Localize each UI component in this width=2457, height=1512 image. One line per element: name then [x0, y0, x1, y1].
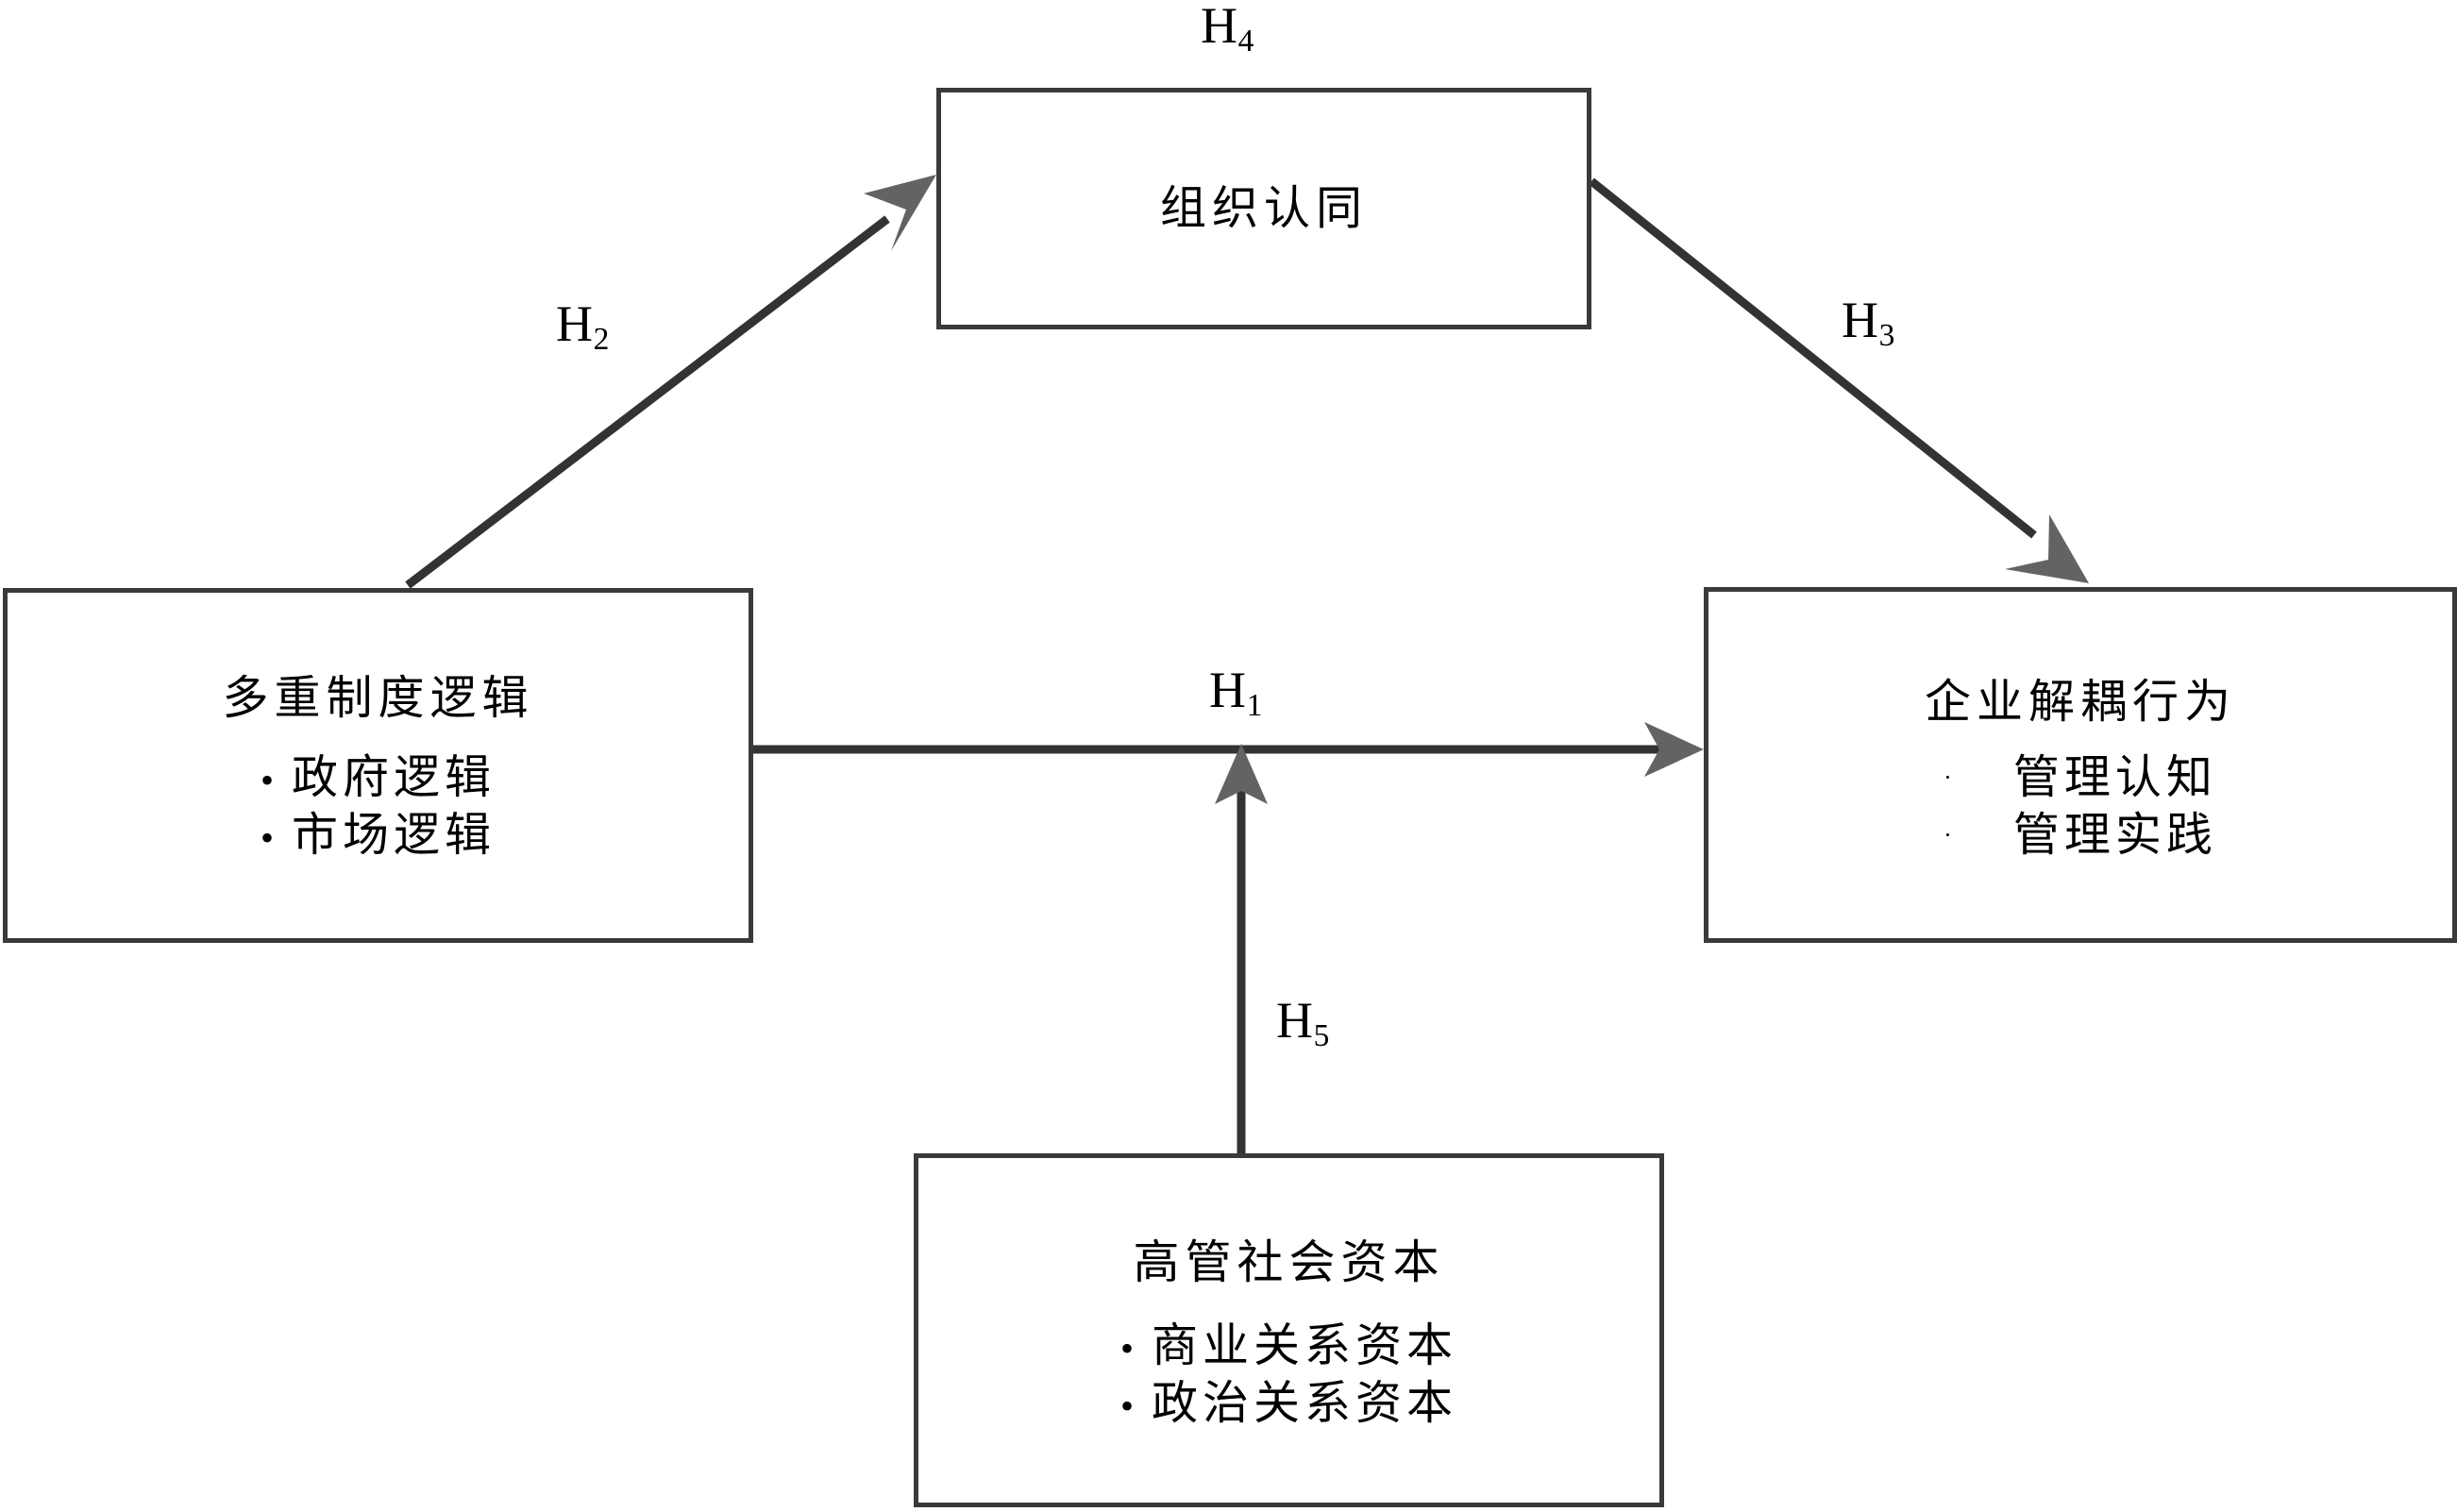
node-item-list: · 管理认知 · 管理实践: [1944, 749, 2217, 865]
bullet-icon: •: [260, 759, 278, 802]
hypothesis-letter: H: [556, 295, 593, 352]
edge-h3: [1589, 177, 2089, 583]
edge-h2: [405, 175, 936, 589]
hypothesis-index: 1: [1246, 688, 1263, 724]
node-item-list: • 商业关系资本 • 政治关系资本: [1120, 1318, 1457, 1433]
node-title: 组织认同: [1159, 181, 1368, 234]
node-item-list: • 政府逻辑 • 市场逻辑: [261, 749, 496, 865]
node-title: 高管社会资本: [1133, 1235, 1445, 1288]
hypothesis-index: 2: [593, 322, 610, 358]
node-enterprise-decoupling-behavior[interactable]: 企业解耦行为 · 管理认知 · 管理实践: [1704, 587, 2457, 943]
bullet-icon: •: [1119, 1384, 1138, 1427]
hypothesis-index: 3: [1878, 318, 1895, 354]
edge-h1: [753, 722, 1704, 777]
bullet-icon: ·: [1944, 820, 1957, 848]
bullet-icon: ·: [1944, 763, 1957, 791]
hypothesis-letter: H: [1201, 0, 1237, 54]
list-item: • 政府逻辑: [261, 749, 496, 807]
list-item: • 市场逻辑: [261, 807, 496, 865]
hypothesis-label-h4: H4: [1201, 0, 1254, 59]
list-item-label: 市场逻辑: [292, 809, 496, 862]
hypothesis-letter: H: [1276, 992, 1313, 1049]
node-multiple-institutional-logics[interactable]: 多重制度逻辑 • 政府逻辑 • 市场逻辑: [3, 588, 753, 943]
hypothesis-index: 4: [1237, 24, 1254, 59]
list-item-label: 管理认知: [2012, 750, 2217, 803]
hypothesis-label-h1: H1: [1209, 661, 1262, 723]
list-item-label: 商业关系资本: [1152, 1319, 1458, 1371]
list-item: · 管理认知: [1944, 749, 2217, 807]
node-organizational-identity[interactable]: 组织认同: [936, 88, 1591, 329]
node-executive-social-capital[interactable]: 高管社会资本 • 商业关系资本 • 政治关系资本: [914, 1153, 1664, 1507]
hypothesis-letter: H: [1209, 662, 1246, 718]
list-item-label: 政府逻辑: [292, 751, 496, 804]
bullet-icon: •: [1119, 1326, 1138, 1369]
list-item: • 政治关系资本: [1120, 1375, 1457, 1433]
hypothesis-index: 5: [1313, 1018, 1330, 1054]
node-title: 企业解耦行为: [1924, 675, 2236, 728]
bullet-icon: •: [260, 816, 278, 860]
node-title: 多重制度逻辑: [222, 672, 534, 725]
hypothesis-label-h5: H5: [1276, 991, 1330, 1054]
hypothesis-label-h3: H3: [1842, 291, 1894, 353]
hypothesis-letter: H: [1842, 292, 1878, 348]
list-item-label: 管理实践: [2012, 808, 2217, 861]
edge-h5: [1215, 744, 1268, 1153]
hypothesis-label-h2: H2: [556, 294, 609, 357]
list-item: · 管理实践: [1944, 807, 2217, 865]
list-item-label: 政治关系资本: [1152, 1376, 1458, 1429]
list-item: • 商业关系资本: [1120, 1318, 1457, 1375]
